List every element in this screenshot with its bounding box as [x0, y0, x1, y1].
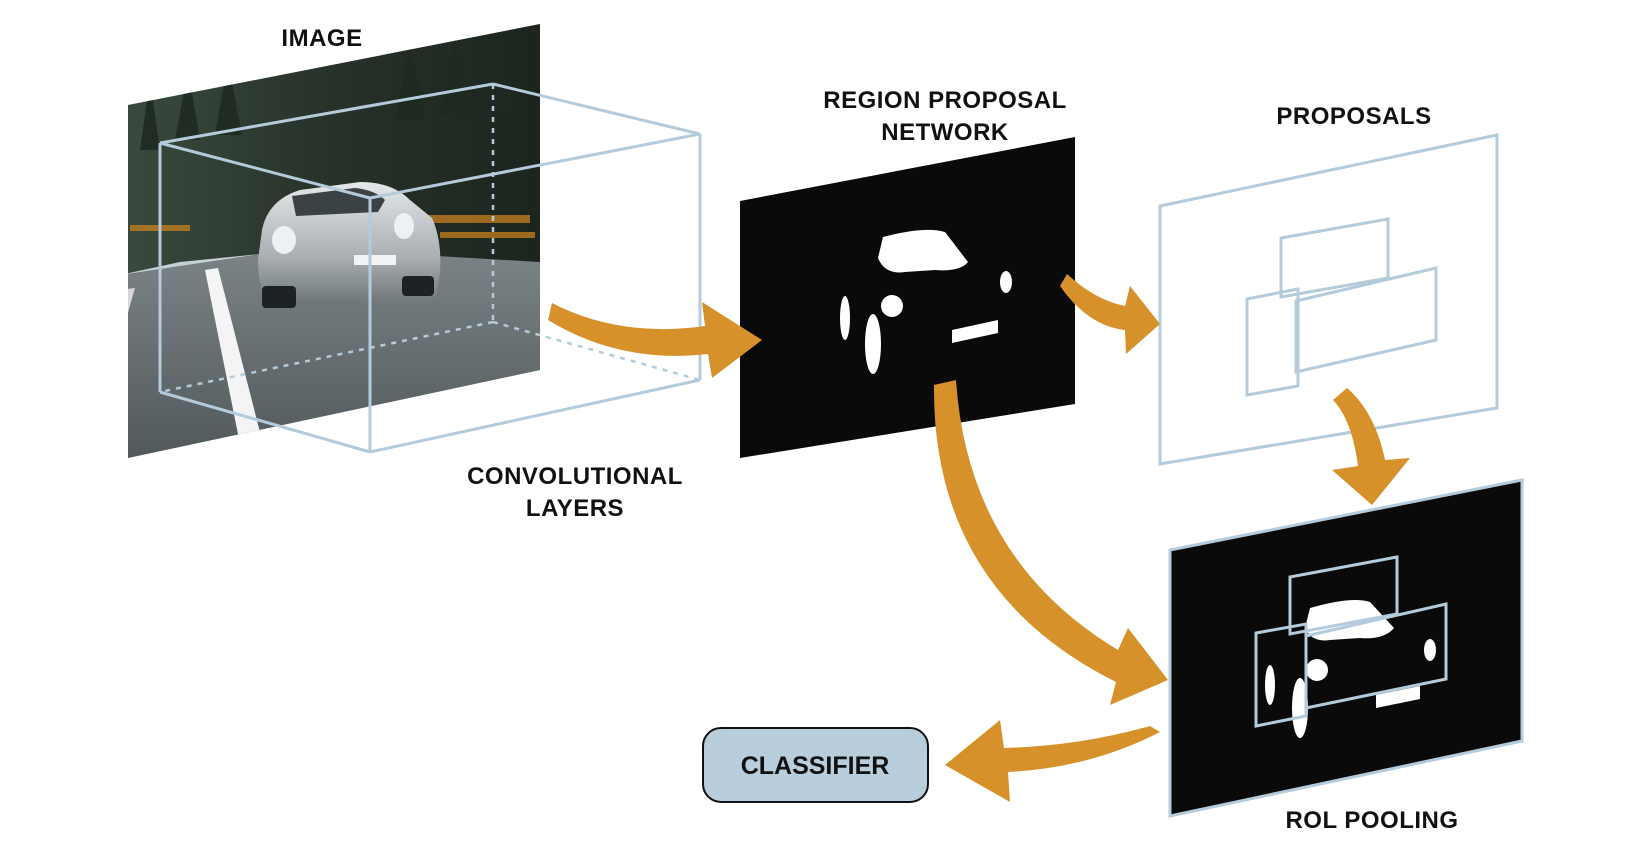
rpn-feature-map [740, 137, 1075, 458]
arrow-rpn-to-roi-icon [933, 380, 1168, 705]
input-photo [128, 24, 540, 458]
rpn-label-line2: NETWORK [881, 119, 1009, 146]
proposals-label: PROPOSALS [1276, 103, 1431, 130]
proposal-boxes [1245, 217, 1438, 397]
roi-boxes [1254, 555, 1448, 728]
rpn-label-line1: REGION PROPOSAL [823, 87, 1067, 114]
arrow-roi-to-classifier-icon [945, 720, 1160, 802]
car-silhouette-icon [840, 229, 1012, 374]
arrow-proposals-to-roi-icon [1332, 388, 1410, 505]
proposals-panel [1158, 133, 1499, 466]
classifier-label: CLASSIFIER [741, 752, 890, 780]
convolutional-label-line2: LAYERS [526, 495, 624, 522]
roi-pooling-map [1168, 478, 1524, 818]
classifier-node: CLASSIFIER [702, 727, 929, 803]
arrow-rpn-to-proposals-icon [1060, 274, 1160, 354]
image-label: IMAGE [281, 25, 362, 52]
convolutional-cube [158, 82, 702, 454]
roi-pooling-label: ROL POOLING [1285, 807, 1458, 834]
arrow-conv-to-rpn-icon [548, 302, 762, 378]
car-photo [258, 182, 441, 308]
convolutional-label-line1: CONVOLUTIONAL [467, 463, 683, 490]
